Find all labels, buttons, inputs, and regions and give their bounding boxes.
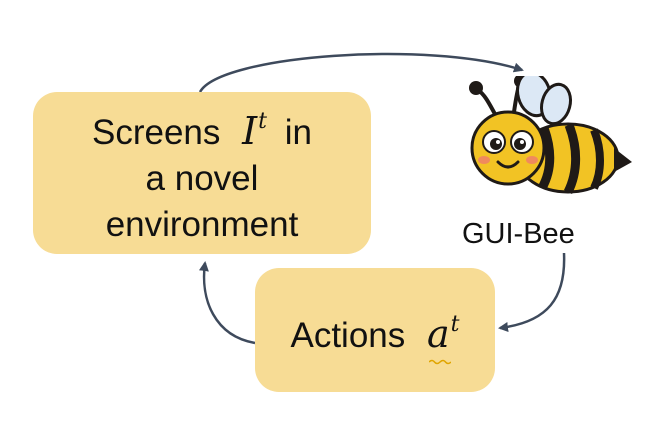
arrow-bee-to-actions bbox=[498, 252, 566, 332]
screens-line-2: a novel bbox=[145, 158, 259, 198]
screens-box: Screens It in a novel environment bbox=[33, 92, 371, 254]
actions-symbol: a bbox=[427, 311, 450, 356]
actions-word: Actions bbox=[290, 315, 406, 355]
gui-bee-label: GUI-Bee bbox=[462, 218, 575, 250]
actions-superscript: t bbox=[450, 311, 460, 337]
screens-math: It bbox=[242, 109, 277, 153]
arrow-actions-to-screens bbox=[198, 261, 256, 345]
screens-word: Screens bbox=[92, 112, 221, 152]
squiggle-underline-icon bbox=[429, 359, 451, 364]
actions-box-text: Actions at bbox=[290, 302, 460, 364]
screens-superscript: t bbox=[258, 108, 267, 134]
screens-suffix: in bbox=[284, 112, 312, 152]
screens-line-1: Screens It in bbox=[92, 99, 312, 156]
screens-box-text: Screens It in a novel environment bbox=[92, 99, 312, 248]
screens-line-3: environment bbox=[105, 204, 299, 244]
actions-box: Actions at bbox=[255, 268, 495, 392]
arrow-screens-to-bee bbox=[198, 52, 524, 93]
bee-mascot-icon bbox=[469, 76, 632, 195]
screens-symbol: I bbox=[242, 108, 258, 153]
actions-math: at bbox=[427, 302, 460, 364]
